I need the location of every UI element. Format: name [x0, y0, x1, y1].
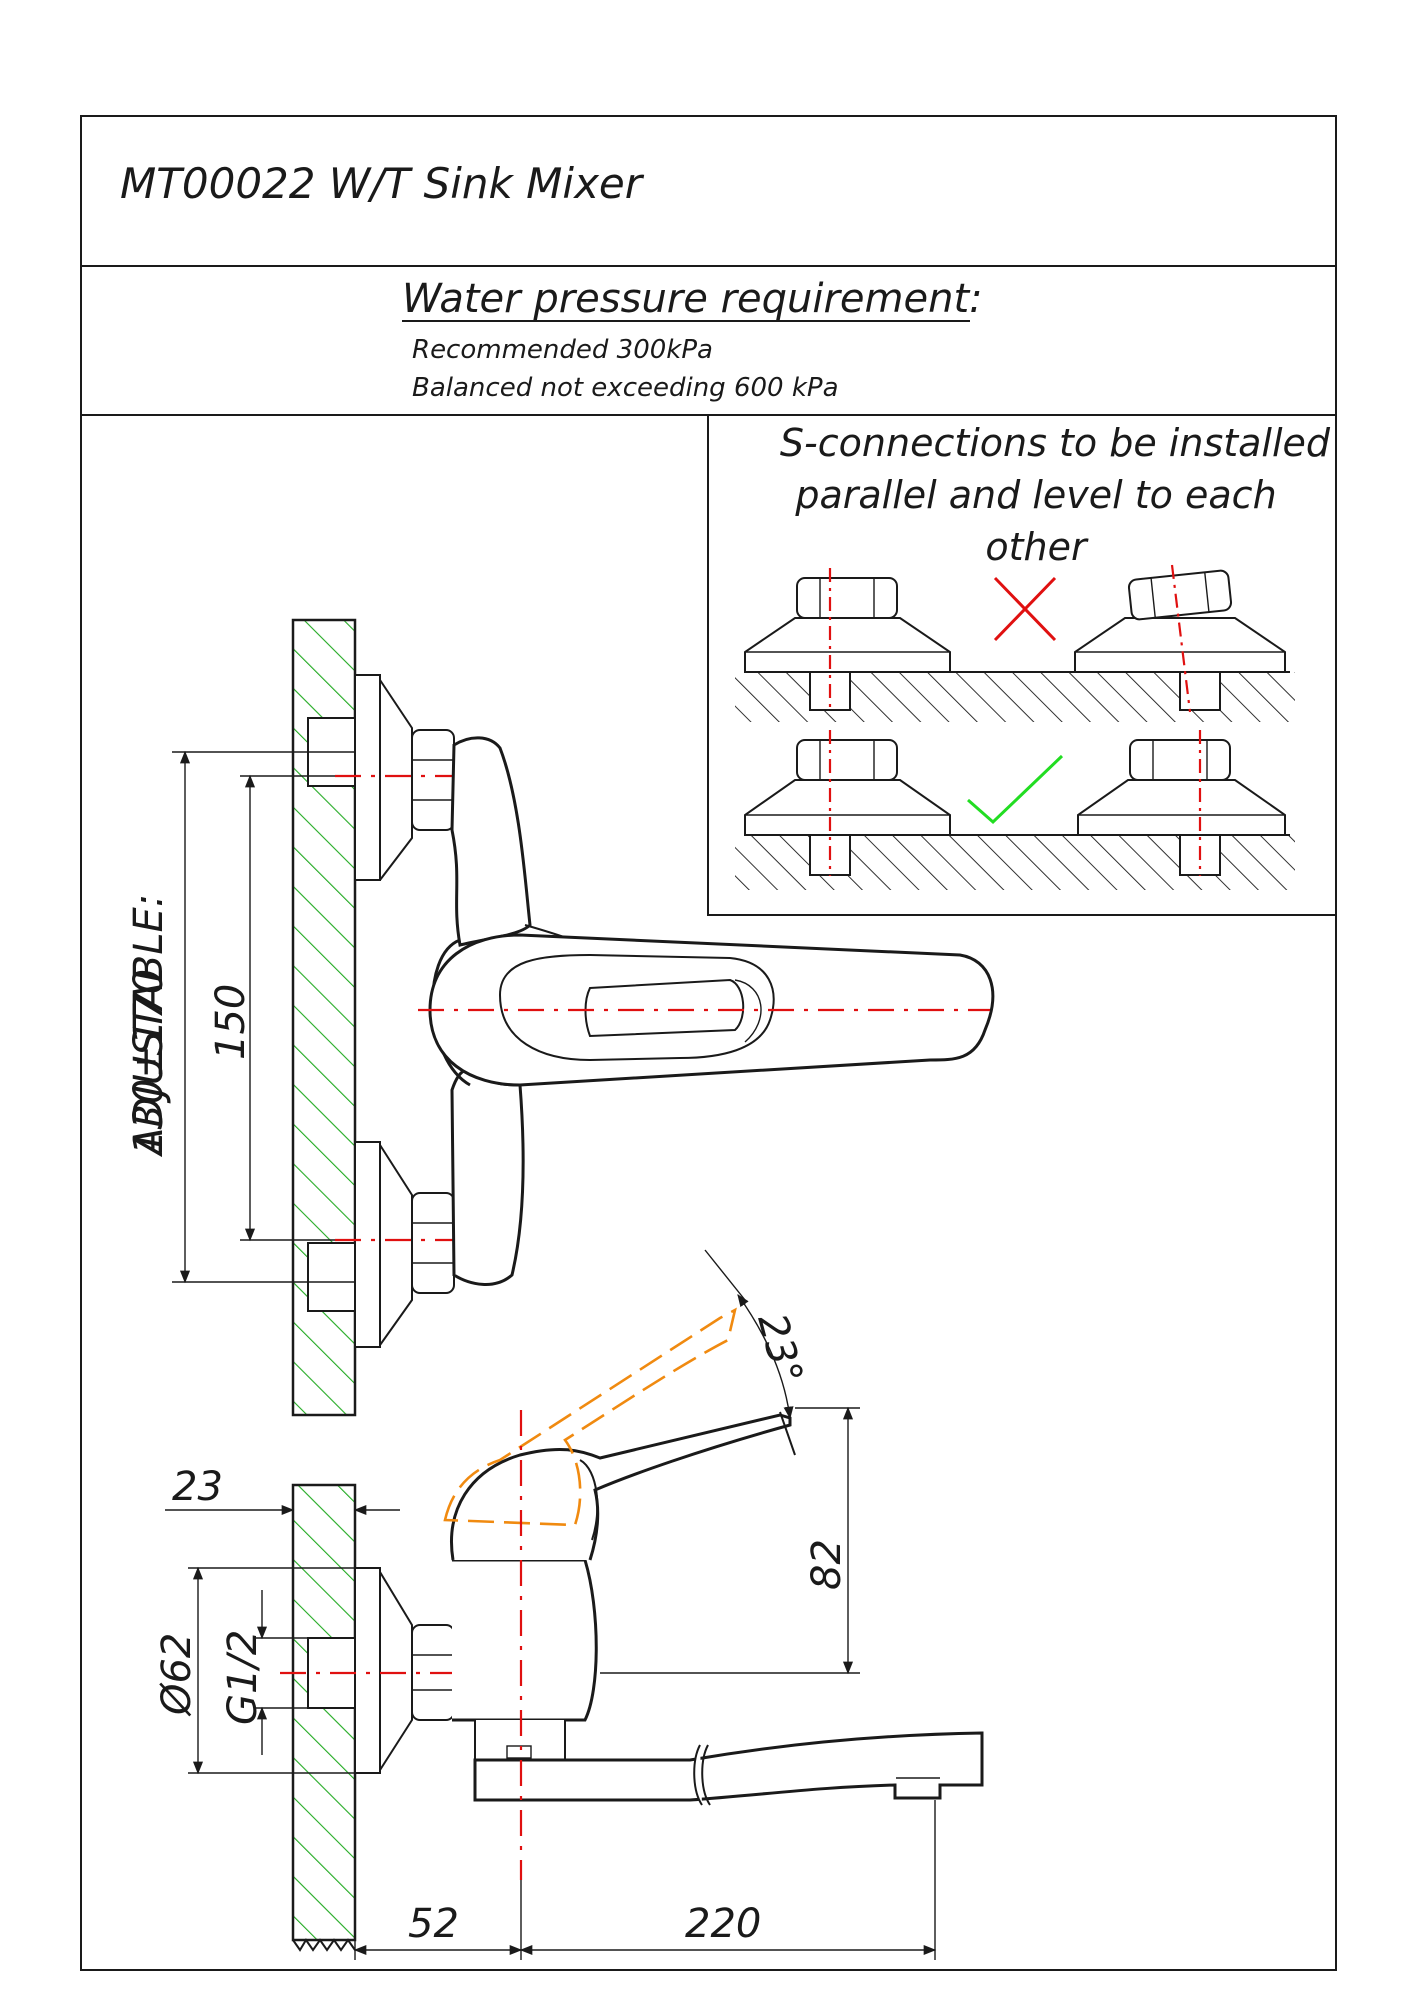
height-label: 82: [804, 1539, 850, 1590]
fitting-misaligned-right: [1074, 564, 1286, 713]
adjustable-range: 130±170: [126, 969, 172, 1155]
pressure-requirements: Water pressure requirement: Recommended …: [402, 276, 983, 403]
angle-label: 23°: [748, 1309, 811, 1389]
adjustable-label: ADJUSTABLE:: [126, 894, 172, 1158]
wall-section-side: [291, 1483, 357, 1942]
s-connection-inset: S-connections to be installed parallel a…: [707, 414, 1337, 916]
side-view: 23° 82 23 Ø62 G1/2: [154, 1249, 984, 1960]
inset-caption-line-2: parallel and level to each: [794, 473, 1276, 517]
front-view: ADJUSTABLE: 130±170 150: [126, 618, 995, 1417]
flange-diameter-label: Ø62: [154, 1633, 200, 1717]
wall-thickness-label: 23: [172, 1464, 223, 1510]
dim-adjustable: [172, 750, 355, 1284]
fitting-level-left-2: [744, 730, 951, 876]
check-icon: [967, 754, 1064, 825]
dim-offset-and-reach: 52 220: [353, 1800, 937, 1960]
thread-label: G1/2: [220, 1630, 266, 1725]
cross-icon: [993, 576, 1057, 642]
dim-flange-diameter: Ø62: [154, 1566, 380, 1775]
lower-connector: [307, 1141, 480, 1348]
dim-height: 82: [600, 1406, 860, 1675]
pressure-heading: Water pressure requirement:: [402, 276, 983, 322]
pressure-recommended: Recommended 300kPa: [412, 335, 713, 365]
upper-connector: [307, 674, 480, 881]
drawing-title: MT00022 W/T Sink Mixer: [120, 159, 645, 208]
spout-side: [473, 1731, 984, 1802]
inset-caption-line-3: other: [985, 525, 1089, 569]
dim-centers: [240, 774, 335, 1242]
dim-handle-angle: 23°: [704, 1249, 811, 1420]
inset-caption-line-1: S-connections to be installed: [780, 421, 1331, 465]
offset-label: 52: [408, 1901, 459, 1947]
fitting-level-right-2: [1077, 730, 1286, 876]
lever-handle-front: [418, 933, 995, 1087]
lever-handle-side: [450, 1413, 792, 1561]
dim-thread: G1/2: [220, 1590, 308, 1755]
centers-label: 150: [208, 984, 254, 1060]
reach-label: 220: [685, 1901, 761, 1947]
dim-wall-thickness: 23: [165, 1464, 400, 1516]
fitting-level-left: [744, 568, 951, 712]
handle-raised-position: [443, 1307, 737, 1527]
pressure-maximum: Balanced not exceeding 600 kPa: [412, 373, 839, 403]
